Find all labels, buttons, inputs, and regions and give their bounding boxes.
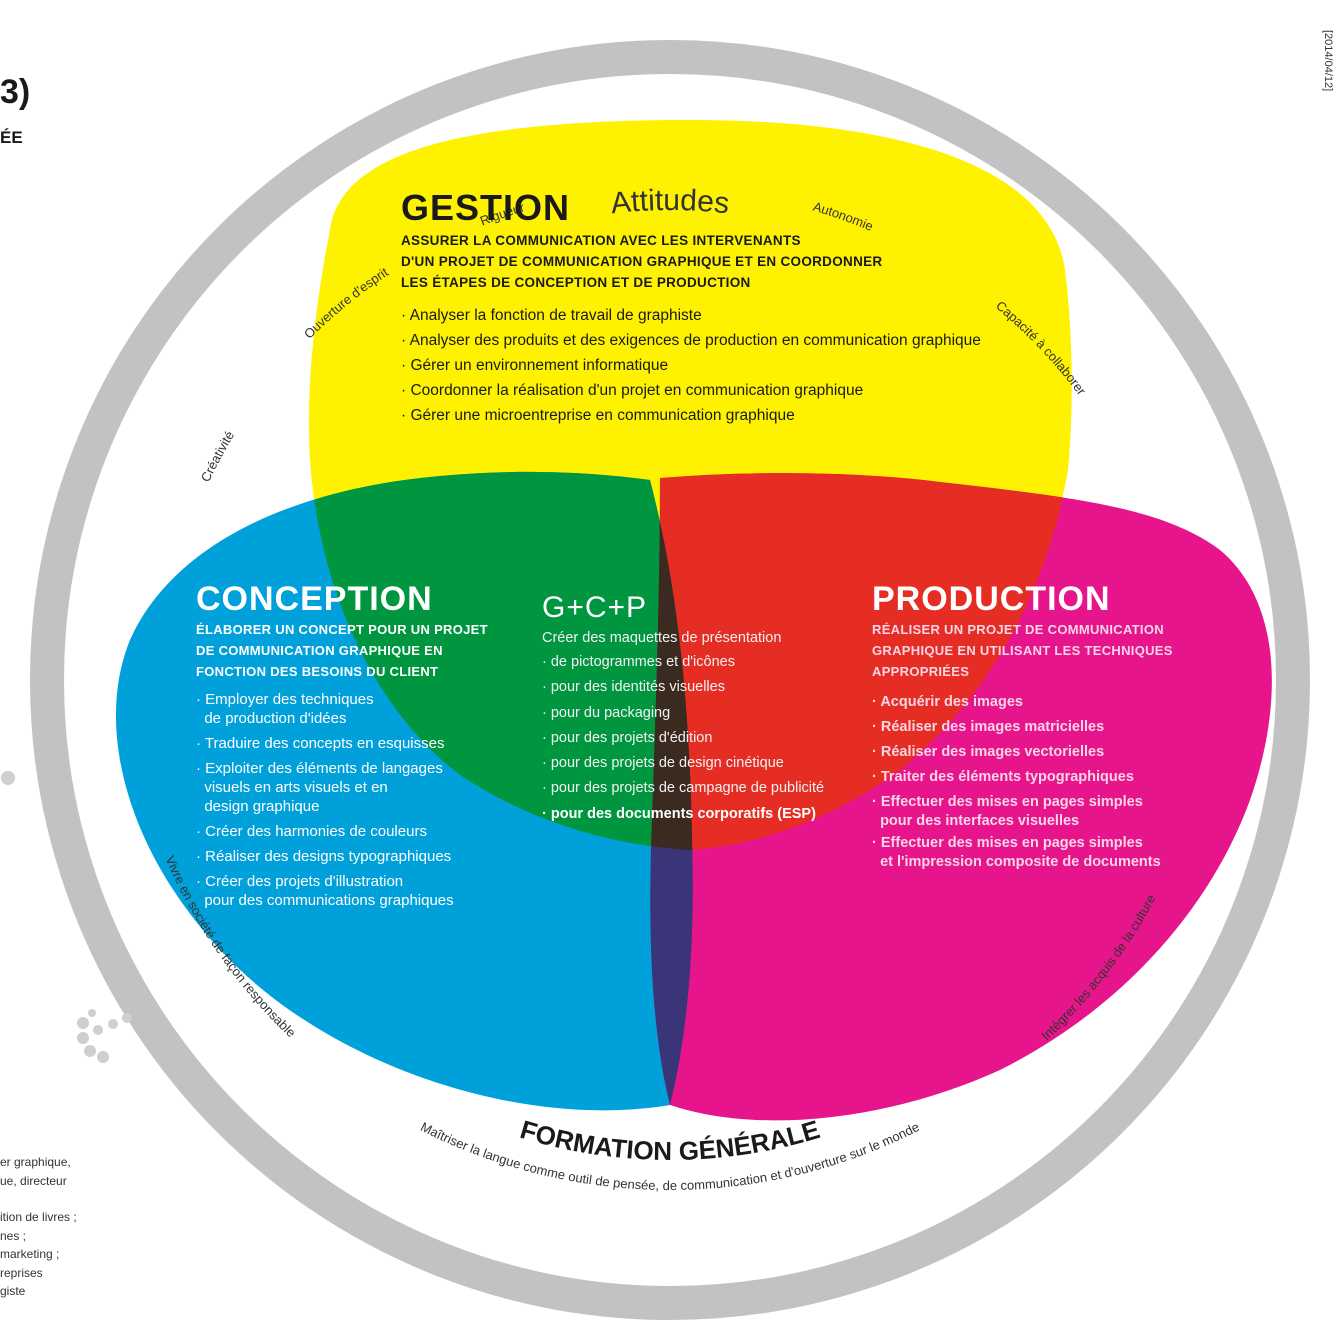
attitudes-arc-labels: Créativité: [198, 428, 237, 484]
conception-subtitle-line: FONCTION DES BESOINS DU CLIENT: [196, 664, 439, 679]
left-bottom-text: er graphique, ue, directeur ition de liv…: [0, 1153, 77, 1301]
decorative-dots-icon: [1, 771, 132, 1063]
center-item-last: pour des documents corporatifs (ESP): [542, 802, 824, 827]
conception-subtitle: ÉLABORER UN CONCEPT POUR UN PROJET DE CO…: [196, 619, 488, 682]
edge-subtitle-fragment: ÉE: [0, 128, 23, 147]
production-subtitle-line: APPROPRIÉES: [872, 664, 970, 679]
production-item-line: Effectuer des mises en pages simples: [880, 794, 1143, 810]
gestion-subtitle-line: ASSURER LA COMMUNICATION AVEC LES INTERV…: [401, 233, 801, 248]
conception-block: CONCEPTION ÉLABORER UN CONCEPT POUR UN P…: [196, 580, 488, 913]
gestion-item: Gérer un environnement informatique: [401, 353, 981, 378]
conception-item: Créer des harmonies de couleurs: [196, 819, 488, 844]
center-intro: Créer des maquettes de présentation: [542, 630, 782, 646]
production-item: Acquérir des images: [872, 690, 1173, 715]
production-item: Effectuer des mises en pages simples pou…: [872, 793, 1173, 831]
edge-line: ue, directeur: [0, 1173, 67, 1188]
conception-subtitle-line: DE COMMUNICATION GRAPHIQUE EN: [196, 643, 443, 658]
production-list: Acquérir des images Réaliser des images …: [872, 690, 1173, 872]
center-item: pour des projets de design cinétique: [542, 751, 824, 776]
formation-generale-title-wrap: FORMATION GÉNÉRALE: [517, 1114, 823, 1166]
conception-item: Employer des techniques de production d'…: [196, 690, 488, 728]
conception-item-line: design graphique: [204, 798, 320, 815]
edge-line: giste: [0, 1284, 26, 1298]
edge-line: er graphique,: [0, 1155, 71, 1169]
attitude-creativite: Créativité: [198, 428, 237, 484]
conception-title: CONCEPTION: [196, 580, 433, 618]
formation-generale-title: FORMATION GÉNÉRALE: [517, 1114, 823, 1166]
edge-title-fragment: 3): [0, 73, 31, 111]
edge-line: ition de livres ;: [0, 1210, 77, 1224]
conception-item: Créer des projets d'illustration pour de…: [196, 872, 488, 910]
production-subtitle-line: GRAPHIQUE EN UTILISANT LES TECHNIQUES: [872, 643, 1173, 658]
vertical-date: [2014/04/12]: [1322, 30, 1334, 92]
production-block: PRODUCTION RÉALISER UN PROJET DE COMMUNI…: [872, 580, 1173, 875]
conception-item-line: Employer des techniques: [205, 691, 374, 708]
conception-subtitle-line: ÉLABORER UN CONCEPT POUR UN PROJET: [196, 622, 488, 637]
edge-line: nes ;: [0, 1228, 27, 1243]
production-title: PRODUCTION: [872, 580, 1111, 618]
production-item-line: Effectuer des mises en pages simples: [880, 835, 1143, 851]
production-item-line: et l'impression composite de documents: [880, 854, 1161, 870]
production-subtitle-line: RÉALISER UN PROJET DE COMMUNICATION: [872, 622, 1164, 637]
gestion-item: Gérer une microentreprise en communicati…: [401, 403, 981, 428]
gestion-subtitle-line: LES ÉTAPES DE CONCEPTION ET DE PRODUCTIO…: [401, 275, 751, 290]
gestion-list: Analyser la fonction de travail de graph…: [401, 303, 981, 428]
production-item: Traiter des éléments typographiques: [872, 765, 1173, 790]
center-item: pour du packaging: [542, 701, 824, 726]
edge-line: [0, 1190, 77, 1208]
gestion-title: GESTION: [401, 187, 571, 228]
gestion-subtitle-line: D'UN PROJET DE COMMUNICATION GRAPHIQUE E…: [401, 254, 883, 269]
production-item: Réaliser des images matricielles: [872, 715, 1173, 740]
center-item: pour des projets de campagne de publicit…: [542, 776, 824, 801]
conception-item: Traduire des concepts en esquisses: [196, 731, 488, 756]
edge-line: marketing ;: [0, 1247, 60, 1261]
center-item: pour des projets d'édition: [542, 726, 824, 751]
center-item: de pictogrammes et d'icônes: [542, 650, 824, 675]
center-block: G+C+P Créer des maquettes de présentatio…: [542, 590, 824, 827]
gestion-item: Coordonner la réalisation d'un projet en…: [401, 378, 981, 403]
conception-item-line: visuels en arts visuels et en: [204, 779, 388, 796]
center-list: de pictogrammes et d'icônes pour des ide…: [542, 650, 824, 827]
center-title: G+C+P: [542, 591, 648, 624]
conception-item-line: de production d'idées: [204, 710, 347, 727]
conception-item: Réaliser des designs typographiques: [196, 844, 488, 869]
gestion-block: GESTION ASSURER LA COMMUNICATION AVEC LE…: [401, 188, 981, 428]
conception-list: Employer des techniques de production d'…: [196, 690, 488, 910]
conception-item-line: Exploiter des éléments de langages: [205, 760, 443, 777]
attitudes-title: Attitudes: [609, 184, 731, 220]
conception-item: Exploiter des éléments de langages visue…: [196, 759, 488, 816]
conception-item-line: pour des communications graphiques: [204, 892, 454, 909]
gestion-subtitle: ASSURER LA COMMUNICATION AVEC LES INTERV…: [401, 230, 981, 293]
attitudes-title-wrap: Attitudes: [609, 184, 731, 220]
center-item: pour des identités visuelles: [542, 675, 824, 700]
gestion-item: Analyser la fonction de travail de graph…: [401, 303, 981, 328]
conception-item-line: Créer des projets d'illustration: [205, 873, 404, 890]
production-item: Effectuer des mises en pages simples et …: [872, 834, 1173, 872]
gestion-item: Analyser des produits et des exigences d…: [401, 328, 981, 353]
production-item-line: pour des interfaces visuelles: [880, 813, 1080, 829]
production-item: Réaliser des images vectorielles: [872, 740, 1173, 765]
production-subtitle: RÉALISER UN PROJET DE COMMUNICATION GRAP…: [872, 619, 1173, 682]
edge-line: reprises: [0, 1265, 43, 1280]
outer-ring: [30, 40, 1310, 1320]
